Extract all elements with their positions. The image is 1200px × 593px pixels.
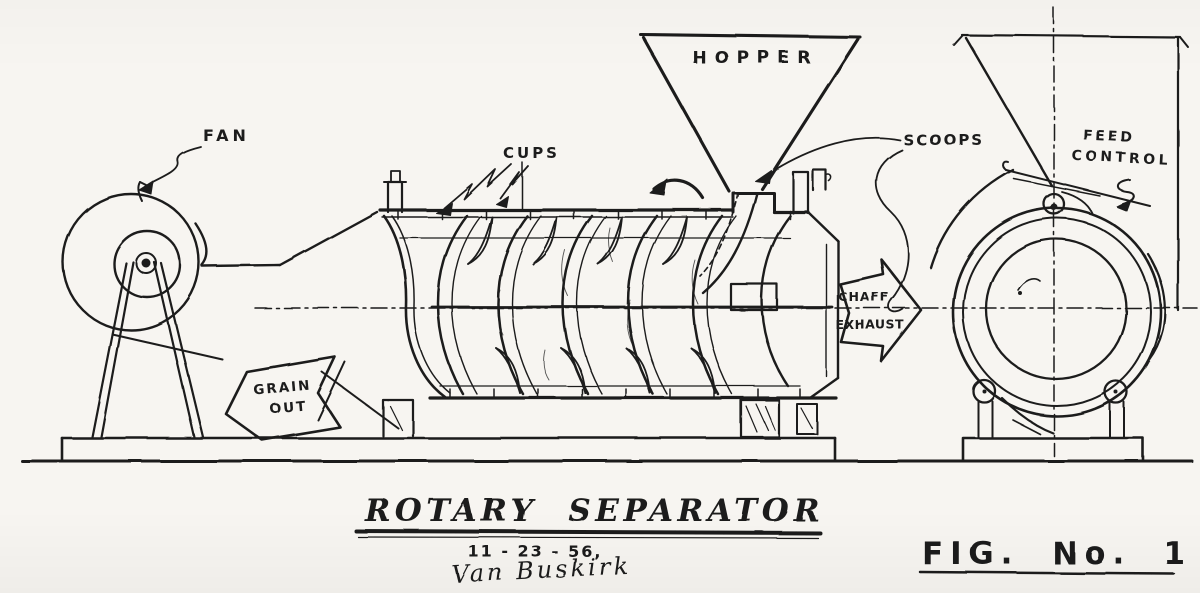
grain-chute-lines	[317, 361, 399, 429]
svg-text:CHAFF: CHAFF	[838, 289, 889, 304]
rotation-arrow	[649, 178, 705, 200]
svg-text:EXHAUST: EXHAUST	[835, 317, 904, 332]
drawing-date: 11 - 23 - 56,	[468, 542, 602, 561]
scoops-leaders	[754, 136, 910, 313]
grain-out-label: GRAIN OUT	[253, 378, 312, 418]
drum-feet	[381, 398, 818, 439]
svg-text:FEED: FEED	[1082, 127, 1135, 146]
hopper-funnel	[638, 32, 862, 193]
fan-label: FAN	[203, 126, 250, 145]
cups-leaders	[435, 161, 529, 216]
end-view	[929, 33, 1189, 439]
svg-text:GRAIN: GRAIN	[253, 378, 312, 399]
cups-label: CUPS	[503, 144, 560, 162]
title-block: ROTARY SEPARATOR 11 - 23 - 56, Van Buski…	[354, 493, 824, 589]
fan-assembly	[61, 181, 379, 439]
shading-scribbles	[496, 227, 699, 381]
flight-sails	[467, 216, 716, 394]
fan-leader	[138, 146, 202, 195]
figure-number-block: FIG. No. 1	[918, 536, 1192, 576]
svg-text:OUT: OUT	[269, 398, 308, 417]
grain-out-arrow	[224, 355, 342, 442]
hopper-label: HOPPER	[692, 48, 818, 68]
svg-text:CONTROL: CONTROL	[1071, 148, 1171, 169]
scoops-label: SCOOPS	[903, 131, 984, 149]
chaff-exhaust-label: CHAFF EXHAUST	[835, 289, 904, 332]
feed-control-label: FEED CONTROL	[1071, 127, 1171, 169]
feed-control-leader	[1116, 179, 1135, 212]
screw-flights	[436, 214, 737, 396]
drawing-title: ROTARY SEPARATOR	[364, 493, 824, 529]
figure-number: FIG. No. 1	[922, 536, 1192, 572]
chaff-exhaust-arrow	[838, 257, 923, 363]
rail-ticks	[397, 210, 801, 398]
base-platform	[20, 436, 1194, 463]
